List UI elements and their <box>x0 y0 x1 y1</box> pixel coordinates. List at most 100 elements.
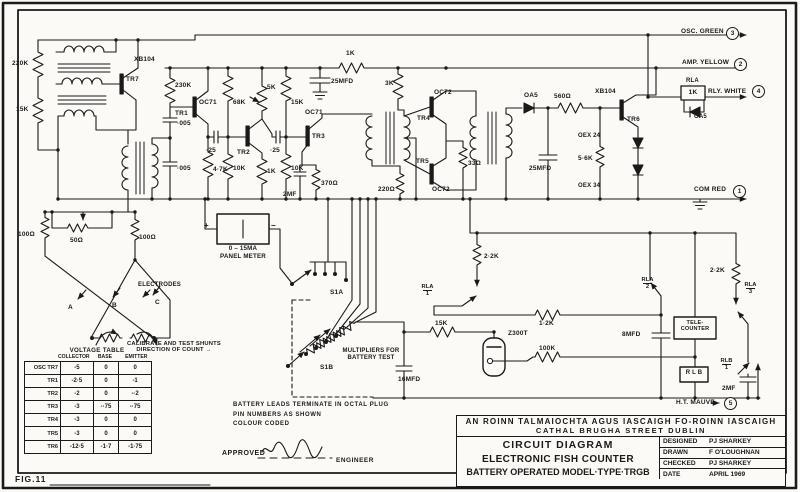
cell: 0 <box>92 413 120 428</box>
r-5k6: 5·6K <box>578 155 593 162</box>
meter-plus: + <box>204 221 209 230</box>
electrodes-label: ELECTRODES <box>138 282 182 288</box>
credit-value: PJ SHARKEY <box>709 459 752 467</box>
wire-amp-yellow: AMP. YELLOW <box>682 59 730 66</box>
meter-range: 0 – 15MA <box>228 245 258 252</box>
credit-row: DRAWN F O'LOUGHNAN <box>660 448 785 459</box>
cell: -·75 <box>92 400 120 415</box>
r-100k: 100K <box>539 345 556 352</box>
credit-value: APRIL 1969 <box>709 470 746 478</box>
cell: 0 <box>92 387 120 402</box>
column-collector: COLLECTOR <box>58 354 90 360</box>
tr7: TR7 <box>126 76 139 83</box>
row-label: TR2 <box>24 387 61 402</box>
row-label: OSC TR7 <box>24 360 61 376</box>
organisation: AN ROINN TALMAIOCHTA AGUS IASCAIGH FO-RO… <box>457 416 785 437</box>
drawing-title-line2: ELECTRONIC FISH COUNTER <box>482 453 634 465</box>
cell: -12·5 <box>60 439 94 454</box>
meter-minus: − <box>271 221 276 230</box>
credit-value: F O'LOUGHNAN <box>709 449 760 457</box>
sw-s1b: S1B <box>320 364 334 371</box>
tr4-type: OC72 <box>434 89 452 96</box>
tr5-type: OC72 <box>432 186 450 193</box>
cell: 0 <box>118 426 152 441</box>
r-370: 370Ω <box>321 180 338 187</box>
tr1-type: OC71 <box>199 99 217 106</box>
pin-2: 2 <box>734 58 747 71</box>
c-25mfd-rect: 25MFD <box>529 165 552 172</box>
cell: 0 <box>118 360 152 376</box>
diode-oa5-relay: OA5 <box>694 114 707 120</box>
electrode-a: A <box>68 304 73 311</box>
relay-rla-label: RLA <box>686 78 699 84</box>
r-3k: 3K <box>385 80 394 87</box>
organisation-line2: CATHAL BRUGHA STREET DUBLIN <box>535 426 707 435</box>
d-oa5-rect: OA5 <box>524 92 538 99</box>
r-220k: 220K <box>12 60 29 67</box>
c-005-a: ·005 <box>177 120 191 127</box>
c-005-b: ·005 <box>177 165 191 172</box>
c-2mf-counter: 2MF <box>722 385 736 392</box>
cell: -1·7 <box>92 439 120 454</box>
tr2: TR2 <box>237 149 250 156</box>
tr6-type: XB104 <box>595 88 616 95</box>
credit-label: DRAWN <box>663 449 688 457</box>
r-50: 50Ω <box>70 237 84 244</box>
c-2mf: 2MF <box>283 191 297 198</box>
tube-z300t: Z300T <box>508 330 528 337</box>
tr7-type: XB104 <box>134 56 155 63</box>
r-15k-amp: 15K <box>291 99 304 106</box>
r-10k-a: 10K <box>233 165 246 172</box>
cell: -2·5 <box>60 374 94 389</box>
r-100-left: 100Ω <box>18 231 35 238</box>
wire-osc-green: OSC. GREEN <box>681 28 724 35</box>
relay-rla-value: 1K <box>688 89 698 96</box>
title-block: AN ROINN TALMAIOCHTA AGUS IASCAIGH FO-RO… <box>456 415 786 487</box>
pin-4: 4 <box>752 85 765 98</box>
r-1k-emitter: 1K <box>267 168 276 175</box>
junction-dots <box>43 33 760 400</box>
c-16mfd: 16MFD <box>398 376 421 383</box>
c-25-b: ·25 <box>270 147 280 154</box>
cell: -3 <box>60 426 94 441</box>
electrode-b: B <box>112 302 117 309</box>
drawing-title: CIRCUIT DIAGRAM ELECTRONIC FISH COUNTER … <box>457 437 660 479</box>
cell: 0 <box>92 374 120 389</box>
cell: -1·75 <box>118 439 152 454</box>
cell: -3 <box>60 413 94 428</box>
r-68k: 68K <box>233 99 246 106</box>
pot-5k: 5K <box>267 84 276 91</box>
r-15k-counter: 15K <box>435 320 448 327</box>
voltage-table-header: COLLECTOR BASE EMITTER <box>24 354 152 360</box>
table-row: TR6-12·5-1·7-1·75 <box>24 439 152 454</box>
pin-5: 5 <box>724 397 737 410</box>
cell: -1 <box>118 374 152 389</box>
box-telecounter: TELE-COUNTER <box>680 320 710 333</box>
relay-rlb: R L B <box>685 370 703 376</box>
credit-label: CHECKED <box>663 459 696 467</box>
d-oex34: OEX 34 <box>578 183 601 189</box>
row-label: TR5 <box>24 426 61 441</box>
c-8mfd: 8MFD <box>622 331 641 338</box>
r-2k2-right: 2·2K <box>710 267 725 274</box>
battery-note-line2: PIN NUMBERS AS SHOWN <box>233 411 322 418</box>
column-base: BASE <box>97 354 113 360</box>
r-560: 560Ω <box>554 93 571 100</box>
engineer-label: ENGINEER <box>336 457 374 464</box>
r-15k-osc: 15K <box>16 106 29 113</box>
battery-note-line3: COLOUR CODED <box>233 421 290 427</box>
column-emitter: EMITTER <box>125 354 148 360</box>
drawing-title-line1: CIRCUIT DIAGRAM <box>502 439 614 452</box>
row-label: TR4 <box>24 413 61 428</box>
battery-note: BATTERY LEADS TERMINATE IN OCTAL PLUG PI… <box>233 401 389 430</box>
r-33: 33Ω <box>468 160 482 167</box>
